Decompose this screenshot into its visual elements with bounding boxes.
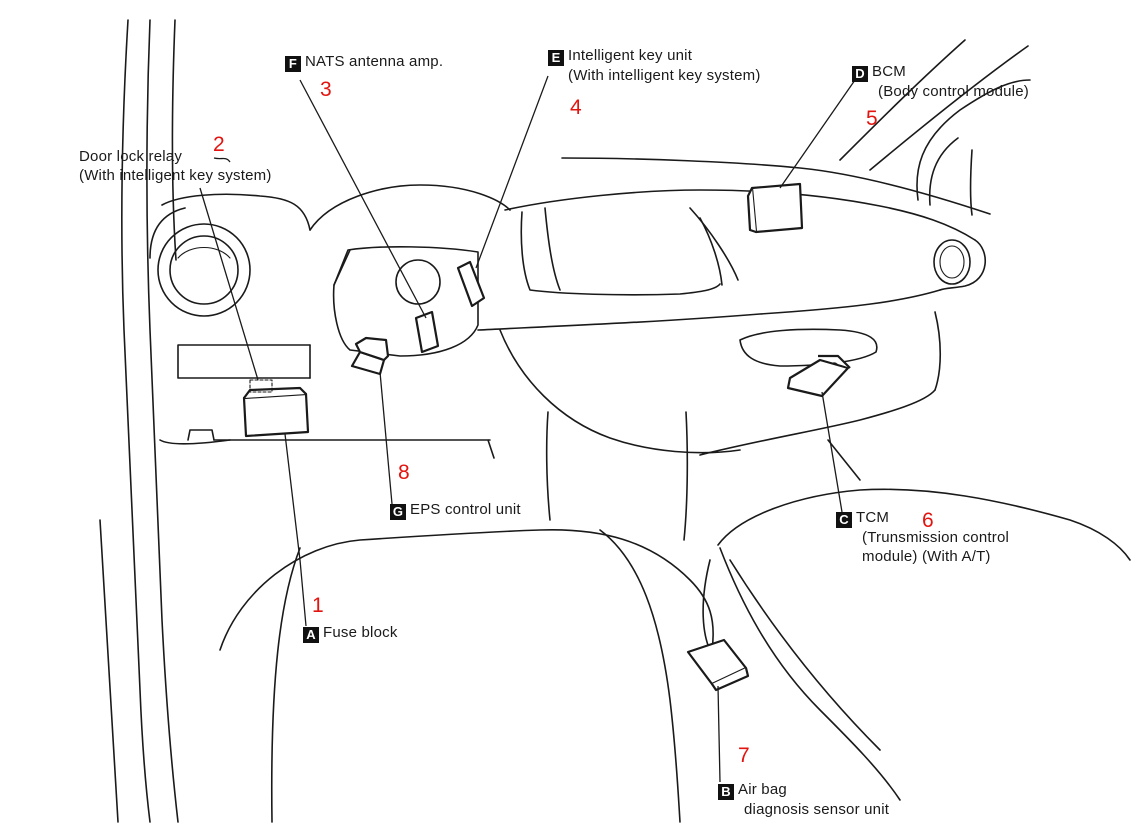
letter-badge-a: A <box>303 627 319 643</box>
lower-dashboard <box>177 311 941 541</box>
tcm-box <box>786 358 850 398</box>
center-recess <box>520 207 739 296</box>
number-1: 1 <box>312 594 324 617</box>
number-2: 2 <box>213 133 225 156</box>
number-7: 7 <box>738 744 750 767</box>
label-door-lock-relay: Door lock relay (With intelligent key sy… <box>79 148 272 184</box>
steering-column-housing <box>332 246 741 454</box>
number-5: 5 <box>866 107 878 130</box>
letter-badge-e: E <box>548 50 564 66</box>
dashboard-top <box>309 157 991 331</box>
number-4: 4 <box>570 96 582 119</box>
number-8: 8 <box>398 461 410 484</box>
door-lock-relay-box <box>249 379 273 393</box>
bcm-box <box>750 182 804 234</box>
letter-badge-c: C <box>836 512 852 528</box>
number-3: 3 <box>320 78 332 101</box>
nats-box <box>414 310 440 354</box>
letter-badge-f: F <box>285 56 301 72</box>
letter-badge-d: D <box>852 66 868 82</box>
fuse-block-box <box>242 392 310 438</box>
component-boxes <box>242 182 851 692</box>
letter-badge-b: B <box>718 784 734 800</box>
leader-lines <box>199 75 856 783</box>
left-side-panel <box>149 193 311 445</box>
intelligent-key-box <box>456 260 486 308</box>
letter-badge-g: G <box>390 504 406 520</box>
a-pillar <box>99 19 179 823</box>
floor-and-seat <box>219 488 1131 823</box>
number-6: 6 <box>922 509 934 532</box>
right-a-pillar <box>839 39 1031 216</box>
